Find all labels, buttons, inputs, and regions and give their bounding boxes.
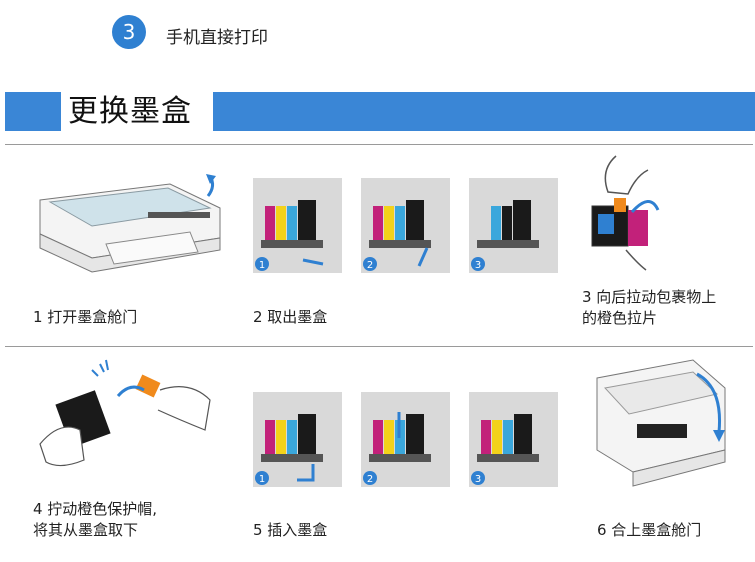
step-number-badge: 3 — [112, 15, 146, 49]
cartridge-panel-insert-3: 3 — [469, 392, 558, 487]
cartridge-panel-insert-2: 2 — [361, 392, 450, 487]
panel-badge: 2 — [367, 260, 373, 271]
section-band-left — [5, 92, 61, 131]
panel-badge: 1 — [259, 474, 265, 485]
cartridge-panel-remove-2: 2 — [361, 178, 450, 273]
caption-open-door: 1 打开墨盒舱门 — [33, 308, 138, 326]
panel-badge: 3 — [475, 260, 481, 271]
printer-open-door-illustration — [39, 174, 221, 273]
panel-badge: 2 — [367, 474, 373, 485]
printer-close-door-illustration — [596, 359, 726, 487]
cartridge-panel-insert-1: 1 — [253, 392, 342, 487]
caption-twist-cap-line2: 将其从墨盒取下 — [33, 521, 139, 539]
caption-remove-cartridge: 2 取出墨盒 — [253, 308, 328, 326]
section-band-right — [213, 92, 755, 131]
caption-close-door: 6 合上墨盒舱门 — [597, 521, 702, 539]
cartridge-panel-remove-3: 3 — [469, 178, 558, 273]
caption-twist-cap-line1: 4 拧动橙色保护帽, — [33, 500, 158, 518]
section-title: 更换墨盒 — [68, 94, 192, 129]
caption-pull-tab-line1: 3 向后拉动包裹物上 — [582, 288, 717, 306]
panel-badge: 3 — [475, 474, 481, 485]
cartridge-panel-remove-1: 1 — [253, 178, 342, 273]
divider-top — [5, 144, 753, 145]
pull-orange-tab-illustration — [591, 155, 660, 271]
step-label: 手机直接打印 — [166, 28, 268, 48]
twist-cap-illustration — [39, 359, 211, 467]
caption-insert-cartridge: 5 插入墨盒 — [253, 521, 328, 539]
divider-middle — [5, 346, 753, 347]
panel-badge: 1 — [259, 260, 265, 271]
caption-pull-tab-line2: 的橙色拉片 — [582, 309, 658, 327]
